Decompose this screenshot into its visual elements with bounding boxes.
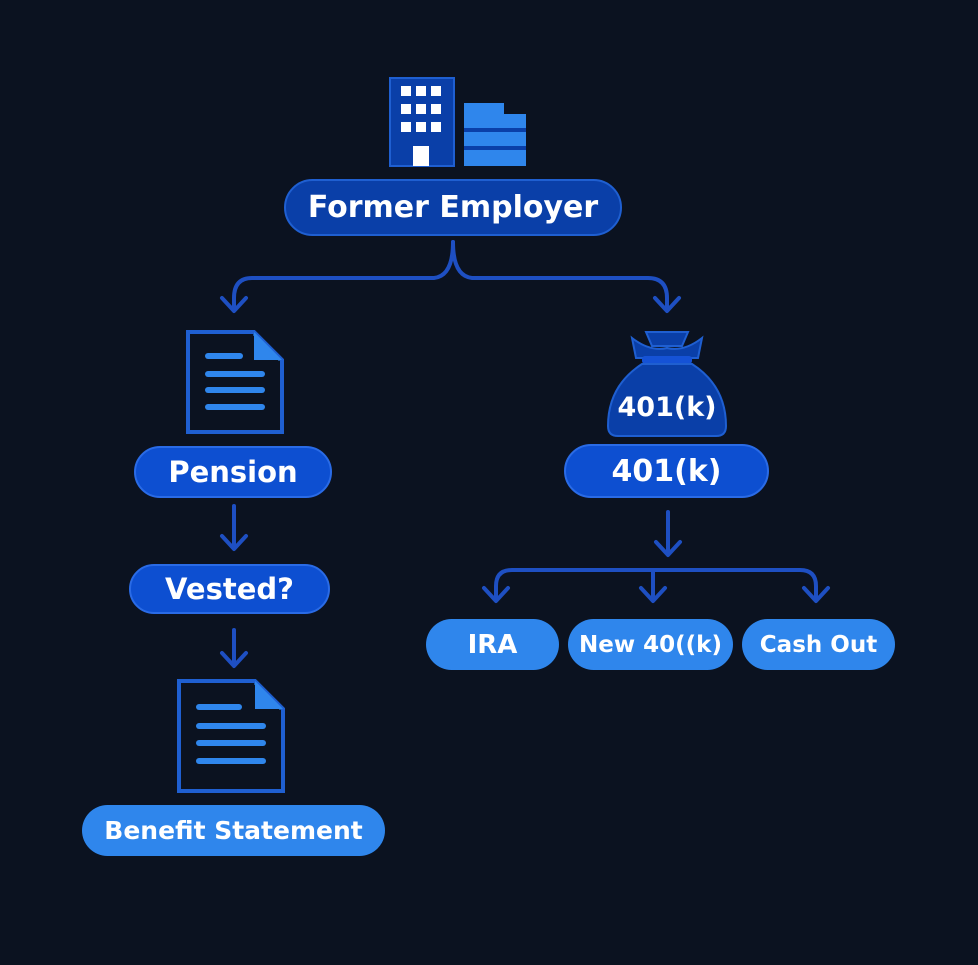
- money-bag-icon: [606, 331, 728, 437]
- root-branch-connector-right: [451, 240, 669, 312]
- 401k-label: 401(k): [611, 453, 722, 489]
- arrowhead-to-cash-out: [802, 586, 830, 603]
- arrow-pension-to-vested: [220, 504, 248, 551]
- document-icon: [177, 679, 285, 793]
- benefit-statement-label: Benefit Statement: [104, 816, 363, 845]
- options-branch-connector: [494, 568, 818, 600]
- 401k-node: 401(k): [564, 444, 769, 498]
- document-icon: [186, 330, 284, 434]
- arrowhead-to-pension: [220, 296, 248, 313]
- arrow-401k-to-options: [654, 510, 682, 557]
- arrowhead-to-401k: [653, 296, 681, 313]
- benefit-statement-node: Benefit Statement: [82, 805, 385, 856]
- money-bag-label: 401(k): [617, 392, 717, 423]
- option-cash-out-label: Cash Out: [759, 631, 878, 658]
- arrow-vested-to-statement: [220, 628, 248, 668]
- option-ira-label: IRA: [467, 629, 518, 660]
- pension-label: Pension: [168, 455, 298, 489]
- building-icon: [389, 77, 526, 167]
- vested-question-label: Vested?: [165, 572, 294, 606]
- pension-node: Pension: [134, 446, 332, 498]
- option-new-401k-label: New 40((k): [579, 631, 722, 658]
- option-ira-node: IRA: [426, 619, 559, 670]
- vested-question-node: Vested?: [129, 564, 330, 614]
- former-employer-label: Former Employer: [307, 190, 599, 225]
- option-new-401k-node: New 40((k): [568, 619, 733, 670]
- former-employer-node: Former Employer: [284, 179, 622, 236]
- arrowhead-to-ira: [482, 586, 510, 603]
- option-cash-out-node: Cash Out: [742, 619, 895, 670]
- arrowhead-to-new-401k: [639, 586, 667, 603]
- root-branch-connector: [232, 240, 455, 312]
